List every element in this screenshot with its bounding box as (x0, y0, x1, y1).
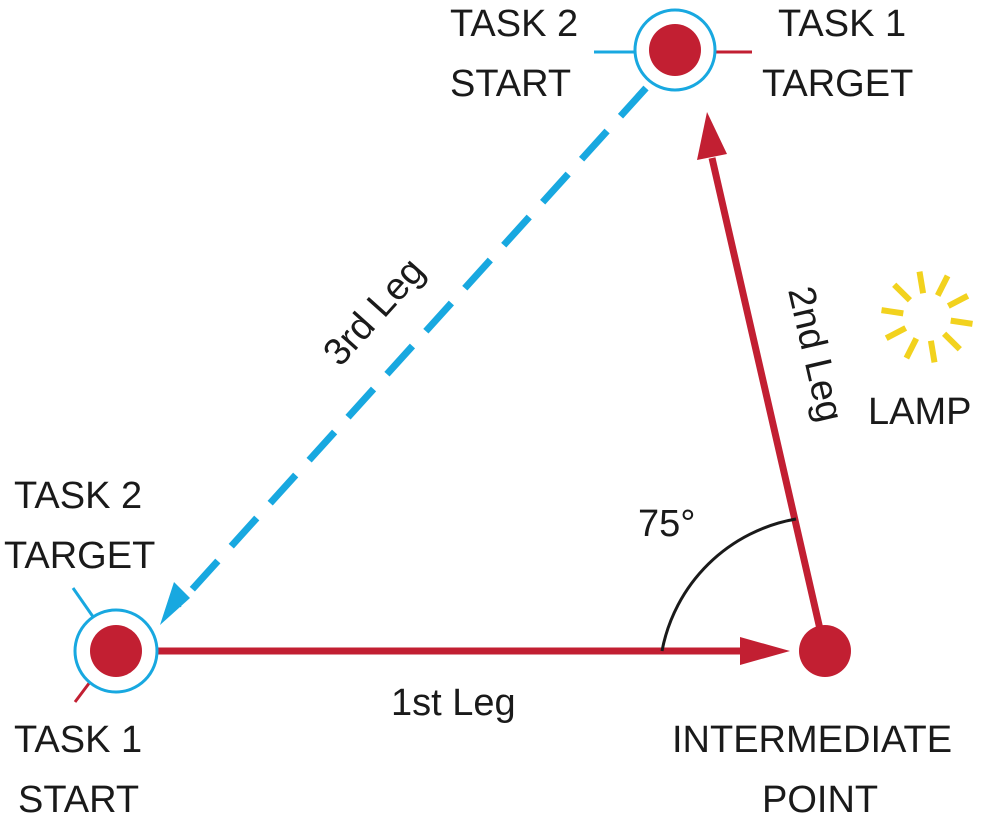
intermediate-point-label: INTERMEDIATE POINT (672, 719, 963, 816)
task2-target-label: TASK 2 TARGET (4, 475, 155, 577)
intermediate-point (799, 625, 851, 677)
lamp-ray (892, 282, 913, 303)
leg1-arrowhead (740, 637, 790, 665)
lamp-ray (927, 340, 938, 363)
leg3-arrowhead (160, 582, 190, 625)
lamp-ray (916, 271, 927, 294)
lamp-ray (946, 293, 970, 309)
task2-start-label: TASK 2 START (450, 3, 589, 105)
leg3-label: 3rd Leg (315, 250, 432, 374)
leg2-arrowhead (697, 112, 727, 160)
task1-target-label: TASK 1 TARGET (762, 3, 917, 105)
lamp-ray (903, 337, 919, 360)
lamp-ray (941, 331, 962, 352)
task1-start-point (90, 625, 142, 677)
angle-label: 75° (638, 503, 695, 545)
lamp-ray (881, 307, 904, 317)
leg2-line (708, 157, 829, 652)
task1-start-label: TASK 1 START (14, 719, 153, 816)
lamp-ray (935, 274, 951, 297)
lamp-ray (950, 317, 973, 327)
sunburst-icon (881, 271, 973, 363)
leg2-label: 2nd Leg (779, 283, 851, 426)
angle-arc (660, 517, 797, 652)
leg1-label: 1st Leg (391, 682, 516, 724)
lamp-ray (884, 325, 908, 341)
task2-target-leader (71, 587, 98, 622)
lamp-label: LAMP (868, 391, 971, 433)
leg3-line (175, 85, 649, 608)
task1-target-point (649, 24, 701, 76)
